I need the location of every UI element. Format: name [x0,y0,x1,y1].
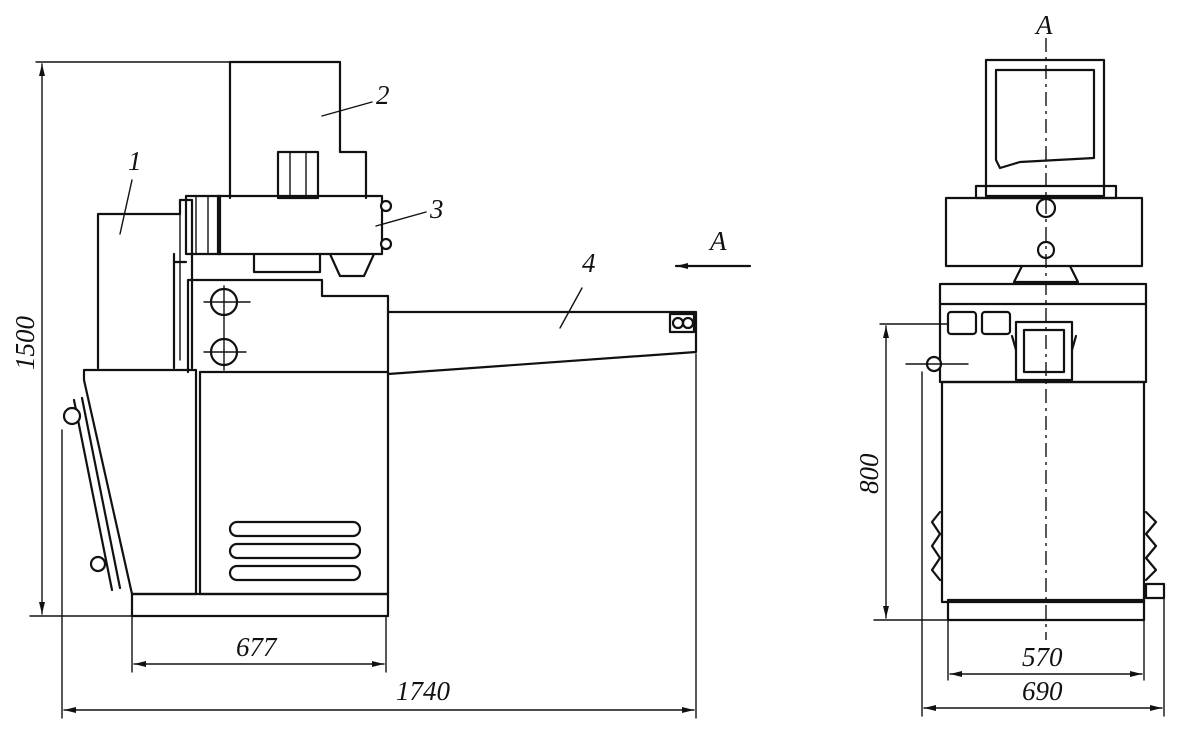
callout-4: 4 [582,248,596,278]
unit-2-neck [276,150,320,200]
upper-body [186,278,390,374]
top-housing-window [994,68,1096,170]
right-fins [1144,510,1158,582]
control-button-right [980,310,1012,336]
beam-end-bolt [681,316,695,330]
vent-slot [228,520,362,538]
dimension-570: 570 [1022,642,1063,672]
leader-4 [559,287,583,329]
leader-3 [375,211,427,227]
unit-2-housing [228,60,368,200]
view-marker-a: A [708,226,727,256]
leader-1 [119,179,133,235]
unit-3-flange [184,194,222,256]
vent-slot [228,542,362,560]
lower-cabinet-front [940,380,1146,604]
center-panel-brackets [1010,334,1078,352]
vent-slot [228,564,362,582]
callout-1: 1 [128,146,142,176]
door-panel-edge [72,398,114,592]
beam-end-bolt [671,316,685,330]
unit-3-bolt [379,237,393,251]
dimension-677: 677 [236,632,278,662]
front-view: A 800 570 690 [854,10,1166,717]
callout-3: 3 [429,194,444,224]
base-foot [1144,582,1166,600]
side-view: 1 2 3 4 A 1500 677 1740 [10,60,752,719]
unit-1-column [96,198,194,370]
dimension-1740: 1740 [396,676,451,706]
door-hinge-top [62,406,82,426]
unit-3-block [216,194,384,256]
center-panel-inner [1022,328,1066,374]
door-panel-edge [80,396,122,590]
unit-3-lower-lug [328,252,376,278]
right-cabinet [198,370,390,596]
section-label-a: A [1034,10,1053,40]
control-button-left [946,310,978,336]
dimension-1500: 1500 [10,316,40,371]
unit-4-beam [386,310,698,376]
dimension-690: 690 [1022,676,1063,706]
left-fins [930,510,942,582]
unit-3-lower-neck [252,252,322,274]
base-plate [130,592,390,618]
callout-2: 2 [376,80,390,110]
head-block [944,196,1144,268]
unit-3-bolt [379,199,393,213]
leader-2 [321,101,373,117]
dimension-800: 800 [854,453,884,494]
top-housing [984,58,1106,198]
door-hinge-bottom [89,555,107,573]
